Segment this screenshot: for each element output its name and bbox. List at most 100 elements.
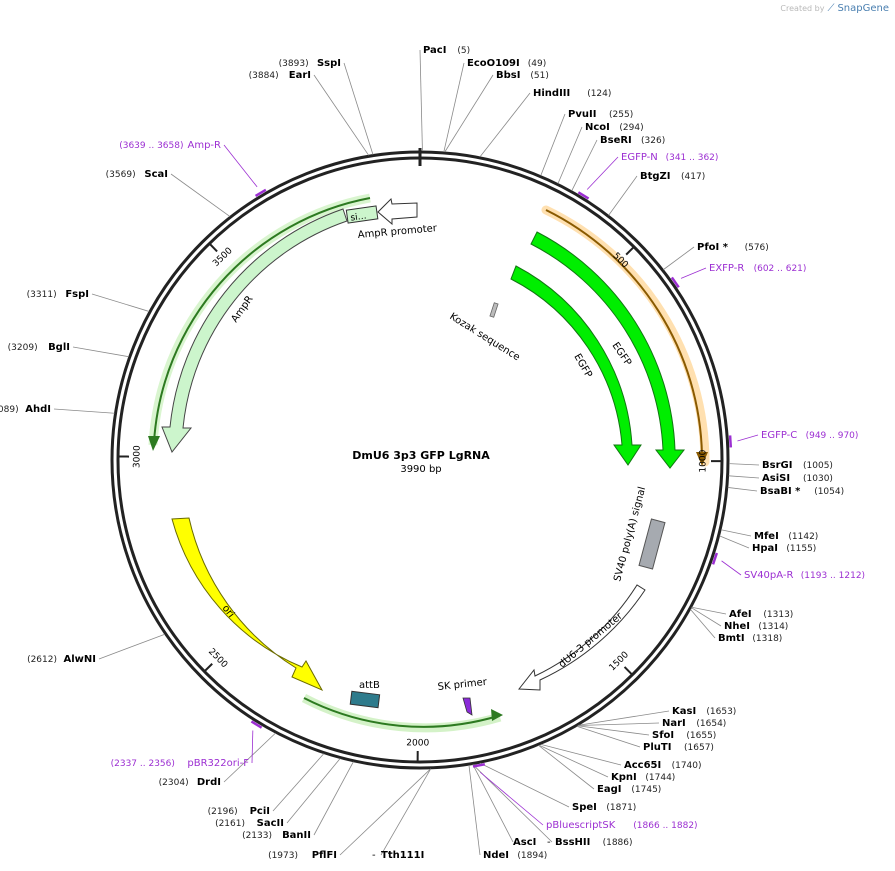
enzyme-site-ahdi[interactable]: AhdI(3089) [0,404,51,415]
enzyme-name: EcoO109I [467,58,520,69]
enzyme-name: Acc65I [624,760,661,771]
enzyme-name: BssHII [555,837,590,848]
primer-amp-r[interactable]: Amp-R(3639 .. 3658) [119,140,267,198]
enzyme-site-alwni[interactable]: AlwNI(2612) [27,654,96,665]
kozak-sequence-feature[interactable] [489,302,499,318]
enzyme-site-bmti[interactable]: BmtI(1318) [718,633,782,644]
leader-sspi [343,62,374,155]
enzyme-position: (1744) [645,773,675,783]
leader-acc65i [540,744,622,766]
primer-exfp-r[interactable]: EXFP-R(602 .. 621) [670,263,807,289]
primer-egfp-c[interactable]: EGFP-C(949 .. 970) [728,430,858,448]
primer-tick [472,763,486,768]
egfp-orange-feature[interactable] [545,209,703,456]
si-label: si… [350,211,367,223]
enzyme-site-bsrgi[interactable]: BsrGI(1005) [762,460,833,471]
enzyme-site-nari[interactable]: NarI(1654) [662,718,726,729]
primer-leader [737,434,759,442]
enzyme-site-ncoi[interactable]: NcoI(294) [585,122,644,133]
enzyme-site-bsshii[interactable]: BssHII(1886) [555,837,633,848]
si-feature[interactable] [345,205,379,224]
enzyme-site-bseri[interactable]: BseRI(326) [600,135,665,146]
enzyme-site-ecoo109i[interactable]: EcoO109I(49) [467,58,546,69]
tick-label-3000: 3000 [132,445,142,468]
leader-bsabi [727,487,758,492]
enzyme-site-eari[interactable]: EarI(3884) [249,70,311,81]
enzyme-position: (1155) [786,544,816,554]
enzyme-site-pflfi[interactable]: PflFI(1973) [268,850,337,861]
enzyme-site-pluti[interactable]: PluTI(1657) [643,742,714,753]
enzyme-site-kpni[interactable]: KpnI(1744) [611,772,675,783]
leader-kasi [578,710,670,726]
enzyme-name: AlwNI [64,654,97,665]
enzyme-site-nhei[interactable]: NheI(1314) [724,621,788,632]
leader-pcii [272,753,325,812]
enzyme-site-banii[interactable]: BanII(2133) [242,830,311,841]
enzyme-site-hpai[interactable]: HpaI(1155) [752,543,816,554]
leader-pluti [576,725,641,748]
enzyme-site-drdi[interactable]: DrdI(2304) [159,777,221,788]
enzyme-position: (255) [609,110,633,120]
enzyme-name: NcoI [585,122,610,133]
lgrna-feature[interactable] [303,697,499,728]
enzyme-position: (3884) [249,71,279,81]
enzyme-site-spei[interactable]: SpeI(1871) [572,802,636,813]
enzyme-name: BtgZI [640,171,671,182]
primer-pbluescriptsk[interactable]: pBluescriptSK(1866 .. 1882) [472,763,698,831]
enzyme-position: (51) [530,71,548,81]
enzyme-site-kasi[interactable]: KasI(1653) [672,706,736,717]
primer-tick [711,552,719,565]
enzyme-position: (1745) [631,785,661,795]
leader-ndei [468,765,481,856]
enzyme-site-btgzi[interactable]: BtgZI(417) [640,171,705,182]
enzyme-site-asisi[interactable]: AsiSI(1030) [762,473,833,484]
sk-primer-feature[interactable] [462,697,473,716]
egfp-feature-1[interactable] [530,231,686,469]
enzyme-site-afei[interactable]: AfeI(1313) [729,609,793,620]
label-layer: 500100015002000250030003500PacI(5)EcoO10… [0,45,865,861]
enzyme-site-ndei[interactable]: NdeI(1894) [483,850,547,861]
enzyme-name: PciI [250,806,270,817]
sv40-polya-feature[interactable] [638,518,666,570]
enzyme-site-acc65i[interactable]: Acc65I(1740) [624,760,702,771]
ampr-promoter-feature[interactable] [377,197,418,226]
enzyme-site-bgli[interactable]: BglI(3209) [8,342,70,353]
primer-egfp-n[interactable]: EGFP-N(341 .. 362) [577,152,718,200]
primer-pbr322ori-f[interactable]: pBR322ori-F(2337 .. 2356) [111,720,263,769]
enzyme-site-bbsi[interactable]: BbsI(51) [496,70,549,81]
enzyme-site-sfoi[interactable]: SfoI(1655) [652,730,716,741]
enzyme-site-paci[interactable]: PacI(5) [423,45,470,56]
enzyme-site-mfei[interactable]: MfeI(1142) [754,531,818,542]
enzyme-site-tth111i[interactable]: Tth111I [381,850,424,861]
primer-position: (3639 .. 3658) [119,141,183,151]
enzyme-position: (1005) [803,461,833,471]
enzyme-name: SpeI [572,802,597,813]
primer-sv40pa-r[interactable]: SV40pA-R(1193 .. 1212) [711,552,865,581]
enzyme-site-fspi[interactable]: FspI(3311) [27,289,89,300]
enzyme-name: PflFI [312,850,337,861]
attb-label: attB [359,680,380,691]
enzyme-site-asci[interactable]: AscI [513,837,536,848]
attb-feature[interactable] [349,690,381,709]
enzyme-site-pvuii[interactable]: PvuII(255) [568,109,633,120]
enzyme-position: (1318) [752,634,782,644]
enzyme-position: (1655) [686,731,716,741]
du6-promoter-feature[interactable] [518,584,646,691]
ampr-feature[interactable] [161,208,348,453]
primer-position: (1193 .. 1212) [801,571,865,581]
lgrna-arrowhead [491,709,503,721]
enzyme-site-pfoi[interactable]: PfoI *(576) [697,242,769,253]
enzyme-site-bsabi[interactable]: BsaBI *(1054) [760,486,844,497]
enzyme-site-pcii[interactable]: PciI(2196) [208,806,270,817]
enzyme-site-hindiii[interactable]: HindIII(124) [533,88,611,99]
enzyme-site-sspi[interactable]: SspI(3893) [279,58,341,69]
leader-asisi [728,475,760,479]
enzyme-position: (1654) [696,719,726,729]
enzyme-site-scai[interactable]: ScaI(3569) [106,169,168,180]
enzyme-site-sacii[interactable]: SacII(2161) [215,818,284,829]
enzyme-position: (5) [457,46,470,56]
ampr-outer-feature[interactable] [153,197,371,443]
enzyme-site-eagi[interactable]: EagI(1745) [597,784,661,795]
egfp-feature-2[interactable] [510,265,642,466]
ori-feature[interactable] [171,517,324,692]
